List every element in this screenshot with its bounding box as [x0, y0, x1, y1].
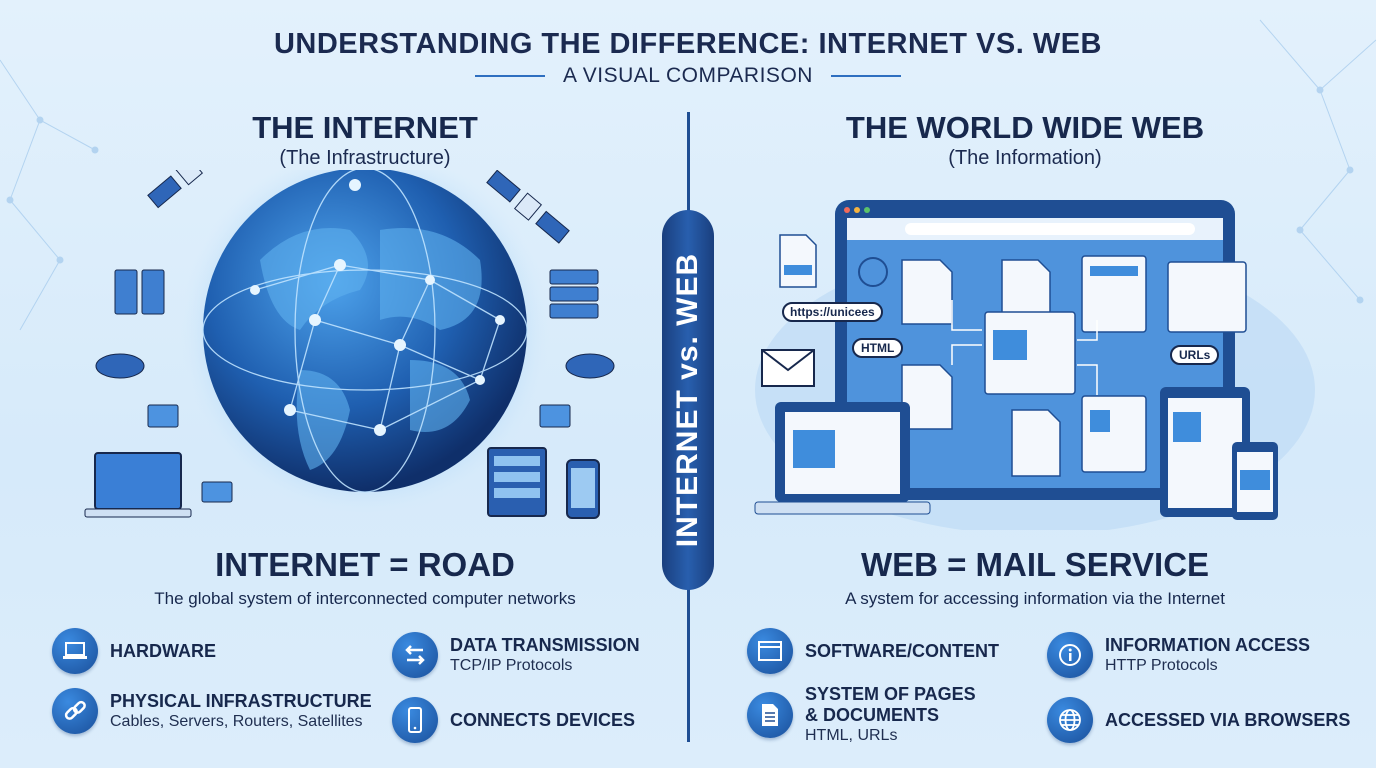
feature-detail: HTML, URLs: [805, 727, 898, 744]
web-description: A system for accessing information via t…: [845, 589, 1225, 608]
web-subtitle: (The Information): [948, 147, 1102, 169]
url-tag: https://unicees: [782, 302, 883, 322]
internet-analogy: INTERNET = ROAD: [215, 546, 515, 583]
urls-tag: URLs: [1170, 345, 1220, 365]
info-icon: [1047, 632, 1093, 678]
feature-title-line2: & DOCUMENTS: [805, 705, 939, 725]
feature-title: CONNECTS DEVICES: [450, 709, 636, 730]
feature-hardware: HARDWARE: [52, 628, 216, 674]
feature-title: SOFTWARE/CONTENT: [805, 640, 999, 661]
internet-subtitle: (The Infrastructure): [279, 147, 451, 169]
folder-icon: [147, 404, 571, 503]
feature-system-of-pages: SYSTEM OF PAGES& DOCUMENTS HTML, URLs: [747, 684, 976, 746]
feature-accessed-via-browsers: ACCESSED VIA BROWSERS: [1047, 697, 1350, 743]
smartphone-icon: [392, 697, 438, 743]
address-bar: [905, 223, 1195, 235]
satellite-icon: [486, 170, 570, 244]
globe-icon: [203, 170, 527, 492]
feature-connects-devices: CONNECTS DEVICES: [392, 697, 635, 743]
page-title: UNDERSTANDING THE DIFFERENCE: INTERNET V…: [273, 28, 1103, 60]
server-icon: [114, 269, 599, 319]
feature-detail: HTTP Protocols: [1105, 656, 1218, 674]
document-icon: [747, 692, 793, 738]
web-analogy: WEB = MAIL SERVICE: [860, 546, 1210, 583]
laptop-icon: [52, 628, 98, 674]
server-rack-icon: [487, 447, 547, 517]
link-icon: [52, 688, 98, 734]
arrows-exchange-icon: [392, 632, 438, 678]
feature-title: INFORMATION ACCESS: [1105, 634, 1310, 655]
web-browser-illustration: https://unicees HTML URLs: [740, 190, 1330, 530]
internet-title: THE INTERNET: [252, 110, 478, 145]
web-title: THE WORLD WIDE WEB: [845, 110, 1205, 145]
smartphone-icon: [566, 459, 600, 519]
feature-detail: TCP/IP Protocols: [450, 656, 573, 674]
html-tag: HTML: [852, 338, 904, 358]
satellite-icon: [147, 170, 204, 209]
divider-badge: INTERNET vs. WEB: [662, 210, 714, 590]
feature-detail: Cables, Servers, Routers, Satellites: [110, 712, 363, 730]
browser-window-icon: [747, 628, 793, 674]
divider-label: INTERNET vs. WEB: [671, 252, 704, 548]
feature-software-content: SOFTWARE/CONTENT: [747, 628, 999, 674]
page-subtitle: A VISUAL COMPARISON: [563, 64, 813, 87]
globe-network-illustration: [84, 170, 615, 519]
feature-title: SYSTEM OF PAGES: [805, 684, 976, 704]
globe-icon: [1047, 697, 1093, 743]
feature-title: HARDWARE: [110, 640, 216, 661]
globe-icon: [858, 257, 888, 287]
internet-description: The global system of interconnected comp…: [154, 589, 576, 608]
feature-title: DATA TRANSMISSION: [450, 634, 640, 655]
subtitle-line-left: [475, 75, 546, 77]
laptop-icon: [84, 452, 192, 518]
feature-title: ACCESSED VIA BROWSERS: [1105, 709, 1351, 730]
feature-title: PHYSICAL INFRASTRUCTURE: [110, 690, 372, 711]
subtitle-line-right: [830, 75, 901, 77]
router-icon: [95, 353, 615, 379]
